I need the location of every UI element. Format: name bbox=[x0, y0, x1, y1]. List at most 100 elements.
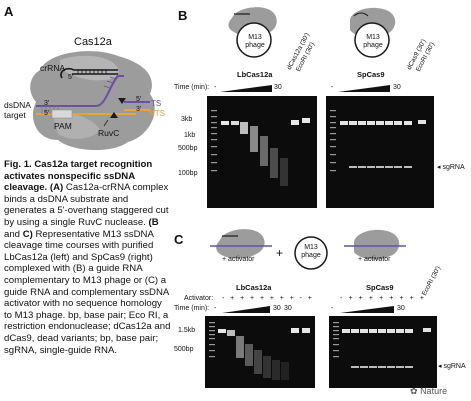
c-lane-ecori: EcoRI (30') bbox=[420, 265, 443, 297]
c-sign-lb-2: + bbox=[240, 295, 245, 302]
caption-seg-3: and bbox=[4, 228, 23, 240]
nts-label: NTS bbox=[149, 109, 165, 118]
caption-seg-5: Representative M13 ssDNA cleavage time c… bbox=[4, 228, 171, 356]
ts-label: TS bbox=[151, 99, 162, 108]
c-lb-time-ramp bbox=[222, 306, 270, 313]
c-sign-sp-4: + bbox=[379, 295, 384, 302]
c-sign-sp-8: + bbox=[419, 295, 424, 302]
c-sign-sp-3: + bbox=[368, 295, 373, 302]
b-marker-500bp: 500bp bbox=[178, 145, 198, 152]
b-m13-label-left: M13 phage bbox=[245, 34, 265, 49]
figure-caption: Fig. 1. Cas12a target recognition activa… bbox=[4, 159, 172, 356]
left-3prime: 3' bbox=[44, 100, 50, 107]
c-activator-right: + activator bbox=[358, 256, 391, 263]
b-m13-label-right: M13 phage bbox=[363, 34, 383, 49]
c-activator-left: + activator bbox=[222, 256, 255, 263]
b-sp-dash: - bbox=[331, 84, 334, 91]
c-sign-lb-6: + bbox=[279, 295, 284, 302]
c-sign-lb-0: - bbox=[222, 295, 225, 302]
b-marker-3kb: 3kb bbox=[181, 116, 193, 123]
crrna-hairpin bbox=[60, 67, 118, 79]
c-sp-time-end: 30 bbox=[397, 305, 405, 312]
b-lb-dash: - bbox=[214, 84, 217, 91]
gel-c-spcas9 bbox=[329, 316, 437, 388]
cas12a-title: Cas12a bbox=[74, 36, 112, 48]
caption-title: Fig. 1. Cas12a target recognition activa… bbox=[4, 159, 153, 194]
b-lb-time-ramp bbox=[220, 85, 272, 92]
c-sp-time-ramp bbox=[340, 306, 394, 313]
dsdna-label: dsDNA bbox=[4, 100, 31, 110]
watermark: ✿ Nature bbox=[410, 386, 447, 397]
caption-seg-1: Cas12a-crRNA complex binds a dsDNA subst… bbox=[4, 182, 169, 228]
caption-seg-0: (A) bbox=[49, 182, 64, 194]
pam-box bbox=[51, 109, 73, 119]
c-plus: + bbox=[276, 246, 284, 260]
caption-seg-2: (B bbox=[148, 216, 159, 228]
gel-b-spcas9 bbox=[326, 96, 434, 208]
c-sign-sp-2: + bbox=[358, 295, 363, 302]
watermark-text: Nature bbox=[420, 386, 448, 396]
target-label: target bbox=[4, 110, 26, 120]
c-activator-signs-lb: - + + + + + + + - + bbox=[222, 295, 312, 302]
c-sign-lb-4: + bbox=[259, 295, 265, 302]
c-sp-dash: - bbox=[331, 305, 334, 312]
c-sign-sp-6: + bbox=[399, 295, 404, 302]
panel-b-letter: B bbox=[178, 8, 188, 23]
lbcas12a-m13-cartoon bbox=[228, 7, 277, 58]
spcas9-activator-cartoon bbox=[344, 229, 406, 260]
c-marker-500bp: 500bp bbox=[174, 346, 194, 353]
c-sign-sp-7: + bbox=[409, 295, 414, 302]
gel-b-lbcas12a bbox=[207, 96, 317, 208]
b-sgrna-text: sgRNA bbox=[442, 164, 465, 171]
right-3prime: 3' bbox=[136, 106, 142, 113]
crrna-label: crRNA bbox=[40, 63, 66, 73]
c-sign-sp-1: + bbox=[348, 295, 353, 302]
c-sign-lb-5: + bbox=[269, 295, 274, 302]
b-lb-title: LbCas12a bbox=[237, 70, 273, 79]
panel-c-letter: C bbox=[174, 232, 184, 247]
ruvc-label: RuvC bbox=[98, 128, 120, 138]
c-time-end-0: 30 bbox=[273, 305, 281, 312]
c-sign-lb-9: + bbox=[307, 295, 312, 302]
panel-a-letter: A bbox=[4, 4, 14, 19]
c-lb-title: LbCas12a bbox=[236, 283, 272, 292]
cut-triangle-bottom bbox=[110, 112, 118, 118]
b-lb-time-end: 30 bbox=[274, 84, 282, 91]
target-strand bbox=[36, 75, 124, 107]
watermark-icon: ✿ bbox=[410, 386, 418, 396]
right-5prime: 5' bbox=[136, 96, 142, 103]
cut-triangle-top bbox=[118, 98, 126, 104]
c-time-label: Time (min): bbox=[174, 305, 210, 312]
c-m13-circle bbox=[294, 236, 328, 270]
gel-c-lbcas12a bbox=[205, 316, 315, 388]
cas12a-diagram bbox=[30, 51, 155, 151]
c-sign-sp-0: - bbox=[340, 295, 343, 302]
b-sp-time-end: 30 bbox=[393, 84, 401, 91]
c-activator-signs-sp: - + + + + + + + + bbox=[340, 295, 424, 302]
caption-seg-4: C) bbox=[22, 228, 33, 240]
c-sgrna-text: sgRNA bbox=[443, 363, 466, 370]
c-time-end-1: 30 bbox=[284, 305, 292, 312]
b-time-label: Time (min): bbox=[174, 84, 210, 91]
crrna-5prime: 5' bbox=[68, 74, 74, 81]
left-5prime: 5' bbox=[44, 110, 50, 117]
c-sign-sp-5: + bbox=[389, 295, 394, 302]
c-sgrna-label: ◂ sgRNA bbox=[438, 363, 466, 370]
c-marker-1-5kb: 1.5kb bbox=[178, 327, 196, 334]
c-sign-lb-1: + bbox=[230, 295, 235, 302]
c-sign-lb-7: + bbox=[289, 295, 294, 302]
c-sign-lb-8: - bbox=[299, 295, 302, 302]
b-marker-1kb: 1kb bbox=[184, 132, 196, 139]
c-m13-label: M13 phage bbox=[301, 244, 321, 259]
c-activator-row-label: Activator: bbox=[184, 295, 214, 302]
pam-label: PAM bbox=[54, 121, 72, 131]
b-sgrna-label: ◂ sgRNA bbox=[437, 164, 465, 171]
c-lb-dash: - bbox=[214, 305, 217, 312]
b-sp-title: SpCas9 bbox=[357, 70, 385, 79]
lbcas12a-activator-cartoon bbox=[210, 229, 272, 259]
c-sign-lb-3: + bbox=[250, 295, 255, 302]
b-marker-100bp: 100bp bbox=[178, 170, 198, 177]
b-sp-time-ramp bbox=[338, 85, 390, 92]
spcas9-m13-cartoon bbox=[350, 7, 396, 58]
c-sp-title: SpCas9 bbox=[366, 283, 394, 292]
